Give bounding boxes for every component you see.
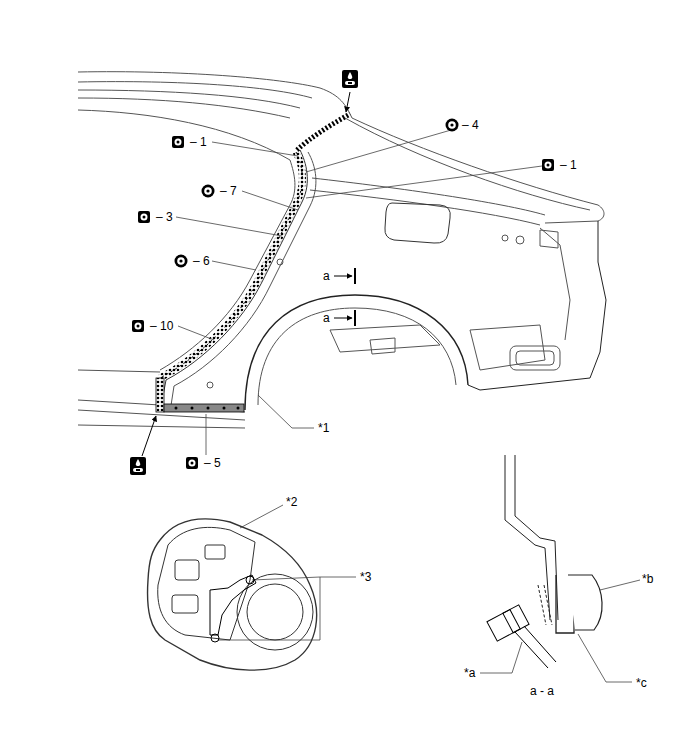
brazing-icon	[175, 119, 459, 268]
quarter-panel	[78, 72, 606, 428]
section-mark	[334, 268, 355, 326]
callout-number: – 6	[193, 254, 210, 268]
weld-band	[160, 152, 302, 378]
weld-band	[164, 404, 244, 412]
callout-number: a - a	[530, 684, 554, 698]
part-callout: *2	[286, 495, 297, 509]
callout-number: – 3	[156, 210, 173, 224]
leader-lines	[176, 128, 640, 682]
sealer-icon	[130, 70, 358, 475]
part-callout: *a	[464, 666, 475, 680]
fuel-door-inset	[148, 519, 317, 670]
callout-number: – 1	[190, 135, 207, 149]
part-callout: *c	[636, 676, 647, 690]
weld-icon	[132, 136, 554, 469]
callout-number: a	[323, 311, 330, 325]
weld-band	[160, 152, 302, 378]
part-callout: *3	[360, 570, 371, 584]
seal-band	[297, 114, 350, 150]
part-callout: *b	[642, 572, 653, 586]
sealer-arrow	[142, 92, 350, 456]
weld-dots	[175, 407, 240, 410]
part-callout: *1	[318, 421, 329, 435]
callout-number: a	[323, 269, 330, 283]
callout-number: – 7	[220, 184, 237, 198]
seal-band	[156, 378, 164, 412]
section-view	[487, 455, 602, 668]
callout-number: – 5	[204, 456, 221, 470]
callout-number: – 4	[462, 118, 479, 132]
callout-number: – 1	[560, 158, 577, 172]
callout-number: – 10	[150, 319, 173, 333]
